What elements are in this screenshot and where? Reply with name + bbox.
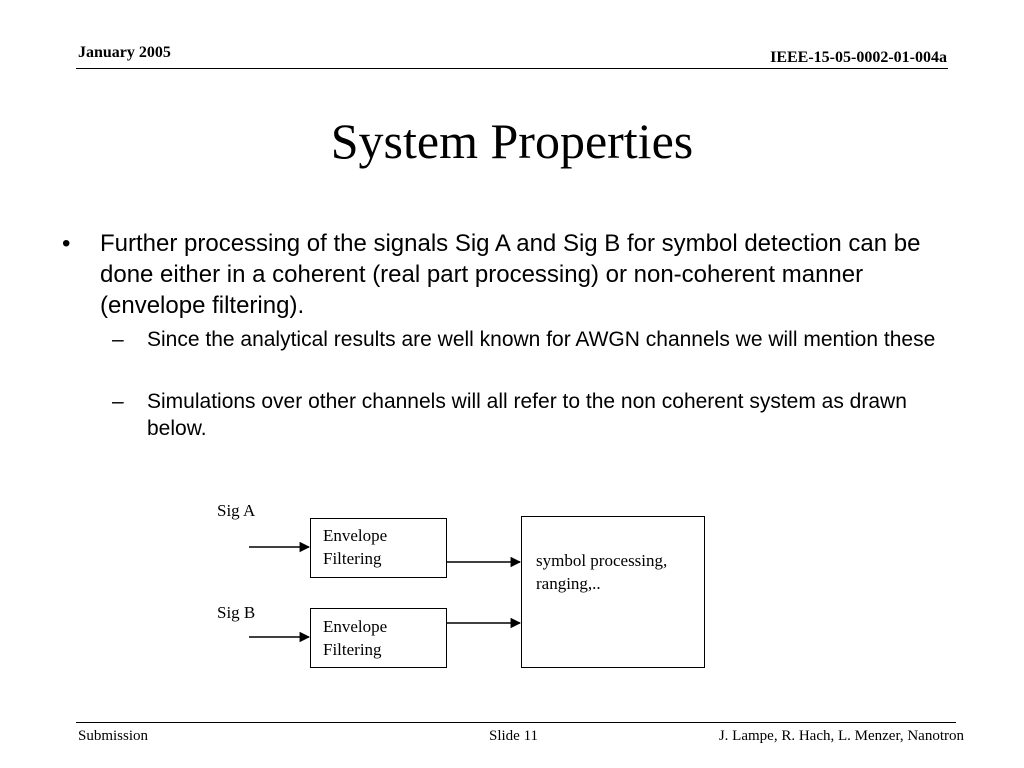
slide-title: System Properties xyxy=(330,113,694,169)
bullet-main-text: Further processing of the signals Sig A … xyxy=(100,230,921,319)
header-doc-id: IEEE-15-05-0002-01-004a xyxy=(770,49,947,66)
footer-slide-number: Slide 11 xyxy=(489,728,539,744)
bullet-marker: • xyxy=(62,230,71,257)
symbol-processing-box: symbol processing, ranging,.. xyxy=(521,516,705,668)
envelope-filter-b-box: Envelope Filtering xyxy=(310,608,447,668)
sig-b-label: Sig B xyxy=(217,603,256,622)
bullet-main: • Further processing of the signals Sig … xyxy=(62,228,962,321)
envelope-filter-a-box: Envelope Filtering xyxy=(310,518,447,578)
footer-submission: Submission xyxy=(78,728,149,744)
header-divider xyxy=(76,68,948,69)
sig-a-label: Sig A xyxy=(217,501,256,520)
envelope-filter-b-label: Envelope Filtering xyxy=(323,617,388,659)
sub-bullet-marker: – xyxy=(112,390,124,413)
sub-bullet-2-text: Simulations over other channels will all… xyxy=(147,390,907,440)
sub-bullet-1: – Since the analytical results are well … xyxy=(112,326,972,353)
header-date: January 2005 xyxy=(78,44,171,61)
footer-authors: J. Lampe, R. Hach, L. Menzer, Nanotron xyxy=(718,728,964,744)
sub-bullet-1-text: Since the analytical results are well kn… xyxy=(147,328,936,351)
sub-bullet-marker: – xyxy=(112,328,124,351)
envelope-filter-a-label: Envelope Filtering xyxy=(323,526,388,568)
footer-divider xyxy=(76,722,956,723)
sub-bullet-2: – Simulations over other channels will a… xyxy=(112,388,972,442)
symbol-processing-label: symbol processing, ranging,.. xyxy=(536,551,668,593)
